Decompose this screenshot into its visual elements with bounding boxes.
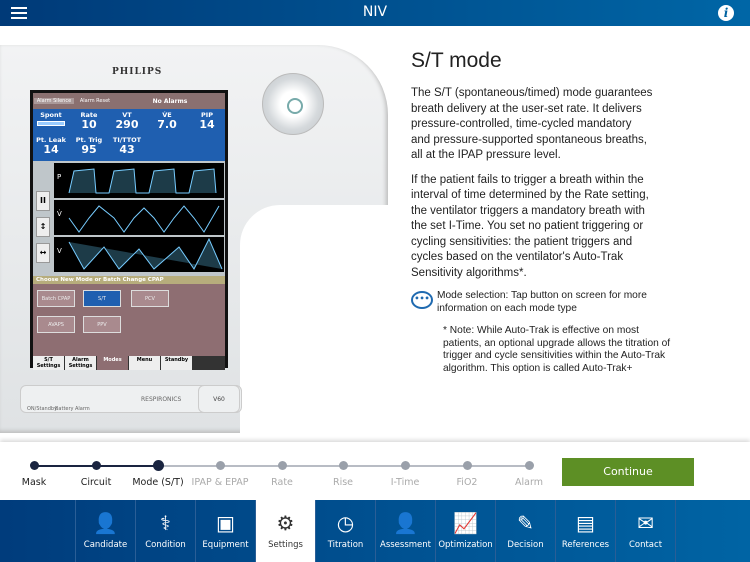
paragraph: The S/T (spontaneous/timed) mode guarant… (411, 87, 653, 161)
freeze-button[interactable]: II (36, 191, 50, 211)
nav-label: Assessment (380, 540, 431, 550)
stethoscope-icon: ⚕ (160, 511, 171, 535)
bottom-nav: 👤 Candidate ⚕ Condition ▣ Equipment ⚙ Settings ◷… (0, 500, 750, 562)
tab-st-settings[interactable]: S/T Settings (33, 356, 64, 370)
mode-avaps[interactable]: AVAPS (37, 316, 75, 333)
nav-assessment[interactable]: 👤 Assessment (376, 500, 436, 562)
progress-stepper: Mask Circuit Mode (S/T) IPAP & EPAP Rate Rise… (0, 442, 750, 500)
step-dot[interactable] (278, 461, 287, 470)
step-label[interactable]: FiO2 (456, 477, 478, 488)
brand-logo: PHILIPS (112, 67, 163, 77)
hamburger-icon[interactable] (11, 7, 27, 19)
header: NIV i (0, 0, 750, 26)
envelope-icon: ✉ (637, 511, 654, 535)
tab-modes[interactable]: Modes (97, 356, 128, 370)
step-label[interactable]: Rise (332, 477, 354, 488)
clock-icon: ◷ (336, 511, 355, 535)
pencil-icon: ✎ (517, 511, 534, 535)
device-footer: ON/Standby Battery Alarm RESPIRONICS (20, 385, 242, 413)
mode-batch-cpap[interactable]: Batch CPAP (37, 290, 75, 307)
nav-equipment[interactable]: ▣ Equipment (196, 500, 256, 562)
paragraph: If the patient fails to trigger a breath… (411, 173, 649, 279)
vertical-scale-button[interactable]: ↕ (36, 217, 50, 237)
doctor-icon: 👤 (393, 511, 418, 535)
nav-label: Candidate (83, 540, 128, 550)
person-heart-icon: 👤 (93, 511, 118, 535)
pressure-waveform: P (54, 163, 224, 198)
header-title: NIV (362, 4, 388, 20)
step-label[interactable]: Rate (271, 477, 293, 488)
model-label: V60 (198, 385, 240, 413)
flow-waveform: V̇ (54, 200, 224, 235)
ventilator-icon: ▣ (216, 511, 235, 535)
step-dot[interactable] (401, 461, 410, 470)
mode-pcv[interactable]: PCV (131, 290, 169, 307)
gear-icon: ⚙ (276, 511, 295, 535)
nav-settings[interactable]: ⚙ Settings (256, 500, 316, 562)
mode-ppv[interactable]: PPV (83, 316, 121, 333)
step-dot[interactable] (463, 461, 472, 470)
tab-menu[interactable]: Menu (129, 356, 160, 370)
nav-titration[interactable]: ◷ Titration (316, 500, 376, 562)
nav-label: Equipment (202, 540, 249, 550)
control-knob (262, 73, 324, 135)
step-label[interactable]: Alarm (515, 477, 543, 488)
info-icon[interactable]: i (718, 5, 734, 21)
ventilator-image: PHILIPS Alarm Silence Alarm Reset No Ala… (0, 45, 390, 435)
alarm-reset-button[interactable]: Alarm Reset (79, 98, 111, 104)
volume-waveform: V (54, 237, 224, 272)
step-dot[interactable] (216, 461, 225, 470)
chart-icon: 📈 (453, 511, 478, 535)
ventilator-screen: Alarm Silence Alarm Reset No Alarms Spon… (30, 90, 228, 370)
horizontal-scale-button[interactable]: ↔ (36, 243, 50, 263)
mode-selection-tip: ••• Mode selection: Tap button on screen… (411, 290, 653, 315)
note: * Note: While Auto-Trak is effective on … (443, 325, 671, 374)
nav-contact[interactable]: ✉ Contact (616, 500, 676, 562)
nav-label: References (561, 540, 610, 550)
alarm-status: No Alarms (152, 97, 188, 105)
nav-decision[interactable]: ✎ Decision (496, 500, 556, 562)
step-label[interactable]: I-Time (390, 477, 420, 488)
alarm-silence-button[interactable]: Alarm Silence (34, 98, 74, 104)
nav-label: Settings (268, 540, 303, 550)
documents-icon: ▤ (576, 511, 595, 535)
modes-panel: Choose New Mode or Batch Change CPAP Bat… (33, 276, 225, 356)
tab-alarm-settings[interactable]: Alarm Settings (65, 356, 96, 370)
step-dot[interactable] (339, 461, 348, 470)
nav-label: Contact (628, 540, 663, 550)
content-panel: S/T mode The S/T (spontaneous/timed) mod… (411, 48, 670, 375)
step-dot[interactable] (525, 461, 534, 470)
waveform-panel: P V̇ V II ↕ ↔ (33, 161, 225, 276)
nav-label: Optimization (438, 540, 493, 550)
nav-label: Titration (327, 540, 364, 550)
step-label[interactable]: IPAP & EPAP (191, 477, 249, 488)
step-dot[interactable] (92, 461, 101, 470)
tab-standby[interactable]: Standby (161, 356, 192, 370)
nav-label: Condition (145, 540, 186, 550)
chat-bubble-icon: ••• (411, 291, 433, 309)
mode-st[interactable]: S/T (83, 290, 121, 307)
step-label[interactable]: Circuit (80, 477, 112, 488)
screen-tabs: S/T Settings Alarm Settings Modes Menu S… (33, 356, 225, 370)
nav-optimization[interactable]: 📈 Optimization (436, 500, 496, 562)
nav-condition[interactable]: ⚕ Condition (136, 500, 196, 562)
nav-label: Decision (507, 540, 544, 550)
nav-candidate[interactable]: 👤 Candidate (76, 500, 136, 562)
continue-button[interactable]: Continue (562, 458, 694, 486)
nav-references[interactable]: ▤ References (556, 500, 616, 562)
step-dot[interactable] (30, 461, 39, 470)
step-label[interactable]: Mask (21, 477, 47, 488)
step-label[interactable]: Mode (S/T) (132, 477, 184, 488)
step-dot[interactable] (153, 460, 164, 471)
page-title: S/T mode (411, 49, 502, 72)
